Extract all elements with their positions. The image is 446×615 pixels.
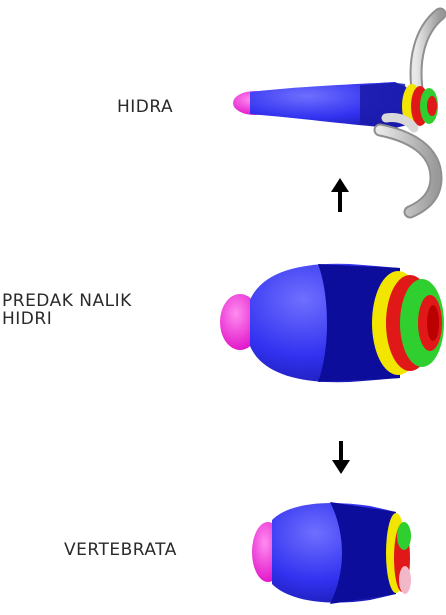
hidra-figure bbox=[233, 14, 440, 212]
arrow-up bbox=[331, 178, 349, 212]
label-vertebrata: VERTEBRATA bbox=[64, 542, 177, 560]
arrow-down bbox=[332, 441, 350, 474]
vertebrata-figure bbox=[252, 502, 411, 604]
predak-figure bbox=[220, 264, 444, 382]
vertebrata-ring-green bbox=[397, 522, 411, 550]
label-predak-nalik-hidri: PREDAK NALIK HIDRI bbox=[2, 293, 132, 329]
label-hidra: HIDRA bbox=[117, 99, 173, 117]
